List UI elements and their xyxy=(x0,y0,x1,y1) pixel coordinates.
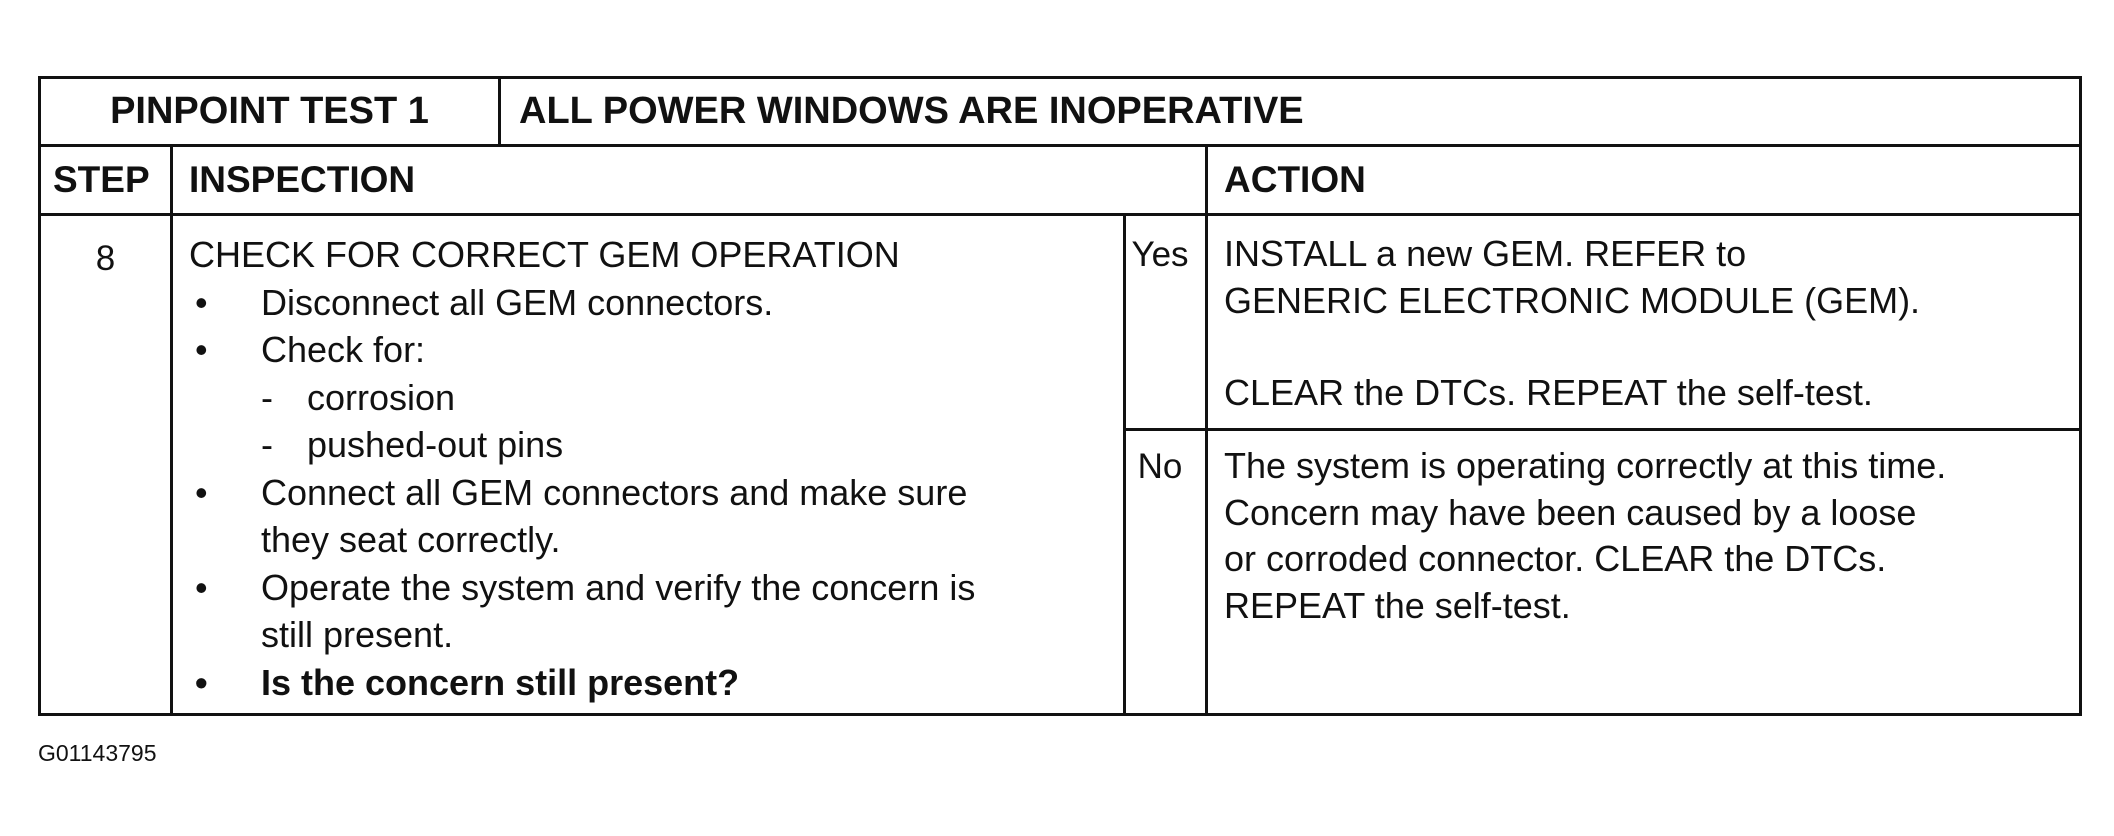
test-id: PINPOINT TEST 1 xyxy=(41,79,501,144)
question-text: Is the concern still present? xyxy=(261,661,740,703)
action-yes: INSTALL a new GEM. REFER to GENERIC ELEC… xyxy=(1224,231,2074,417)
action-text-line: GENERIC ELECTRONIC MODULE (GEM). xyxy=(1224,279,1921,321)
test-title: ALL POWER WINDOWS ARE INOPERATIVE xyxy=(519,90,1304,132)
inspection-cell: CHECK FOR CORRECT GEM OPERATION • Discon… xyxy=(189,231,1109,706)
bullet-text: still present. xyxy=(261,614,454,655)
dash-icon: - xyxy=(261,376,273,418)
action-text-line: or corroded connector. CLEAR the DTCs. xyxy=(1224,538,1887,579)
bullet-text: Disconnect all GEM connectors. xyxy=(261,281,774,323)
divider-step-column xyxy=(170,147,173,713)
bullet-icon: • xyxy=(195,281,208,323)
bullet-text: Connect all GEM connectors and make sure xyxy=(261,471,968,513)
answer-no-label: No xyxy=(1137,447,1183,486)
list-item: • Disconnect all GEM connectors. xyxy=(189,279,1109,327)
step-number: 8 xyxy=(95,239,116,278)
column-header-action: ACTION xyxy=(1224,159,1366,200)
action-text-line: The system is operating correctly at thi… xyxy=(1224,445,1947,486)
divider-yes-no xyxy=(1123,428,2079,431)
column-header-row: STEP INSPECTION ACTION xyxy=(41,147,2079,216)
table-title-row: PINPOINT TEST 1 ALL POWER WINDOWS ARE IN… xyxy=(41,79,2079,147)
column-header-inspection: INSPECTION xyxy=(189,159,416,200)
divider-answer-column xyxy=(1123,216,1126,713)
dash-icon: - xyxy=(261,424,273,465)
bullet-icon: • xyxy=(195,329,208,370)
inspection-title: CHECK FOR CORRECT GEM OPERATION xyxy=(189,234,900,275)
list-item: • Check for: xyxy=(189,326,1109,374)
bullet-text: Operate the system and verify the concer… xyxy=(261,566,976,608)
figure-id: G01143795 xyxy=(38,740,157,766)
spacer xyxy=(1224,324,2074,370)
action-no: The system is operating correctly at thi… xyxy=(1224,443,2074,629)
pinpoint-test-table: PINPOINT TEST 1 ALL POWER WINDOWS ARE IN… xyxy=(38,76,2082,716)
list-item-question: • Is the concern still present? xyxy=(189,659,1109,707)
list-item: • Operate the system and verify the conc… xyxy=(189,564,1109,612)
action-text-line: REPEAT the self-test. xyxy=(1224,584,1571,626)
column-header-step: STEP xyxy=(53,159,150,200)
list-item-continuation: they seat correctly. xyxy=(189,516,1109,564)
sub-item-text: corrosion xyxy=(307,376,456,418)
sub-item-text: pushed-out pins xyxy=(307,424,564,465)
action-text-line: CLEAR the DTCs. REPEAT the self-test. xyxy=(1224,372,1873,413)
list-item: • Connect all GEM connectors and make su… xyxy=(189,469,1109,517)
action-text-line: Concern may have been caused by a loose xyxy=(1224,491,1917,533)
bullet-icon: • xyxy=(195,661,208,703)
action-text-line: INSTALL a new GEM. REFER to xyxy=(1224,233,1747,274)
bullet-icon: • xyxy=(195,566,208,608)
sub-list-item: - corrosion xyxy=(189,374,1109,422)
bullet-text: they seat correctly. xyxy=(261,519,561,560)
bullet-text: Check for: xyxy=(261,329,426,370)
list-item-continuation: still present. xyxy=(189,611,1109,659)
sub-list-item: - pushed-out pins xyxy=(189,421,1109,469)
answer-yes-label: Yes xyxy=(1131,235,1189,274)
bullet-icon: • xyxy=(195,471,208,513)
